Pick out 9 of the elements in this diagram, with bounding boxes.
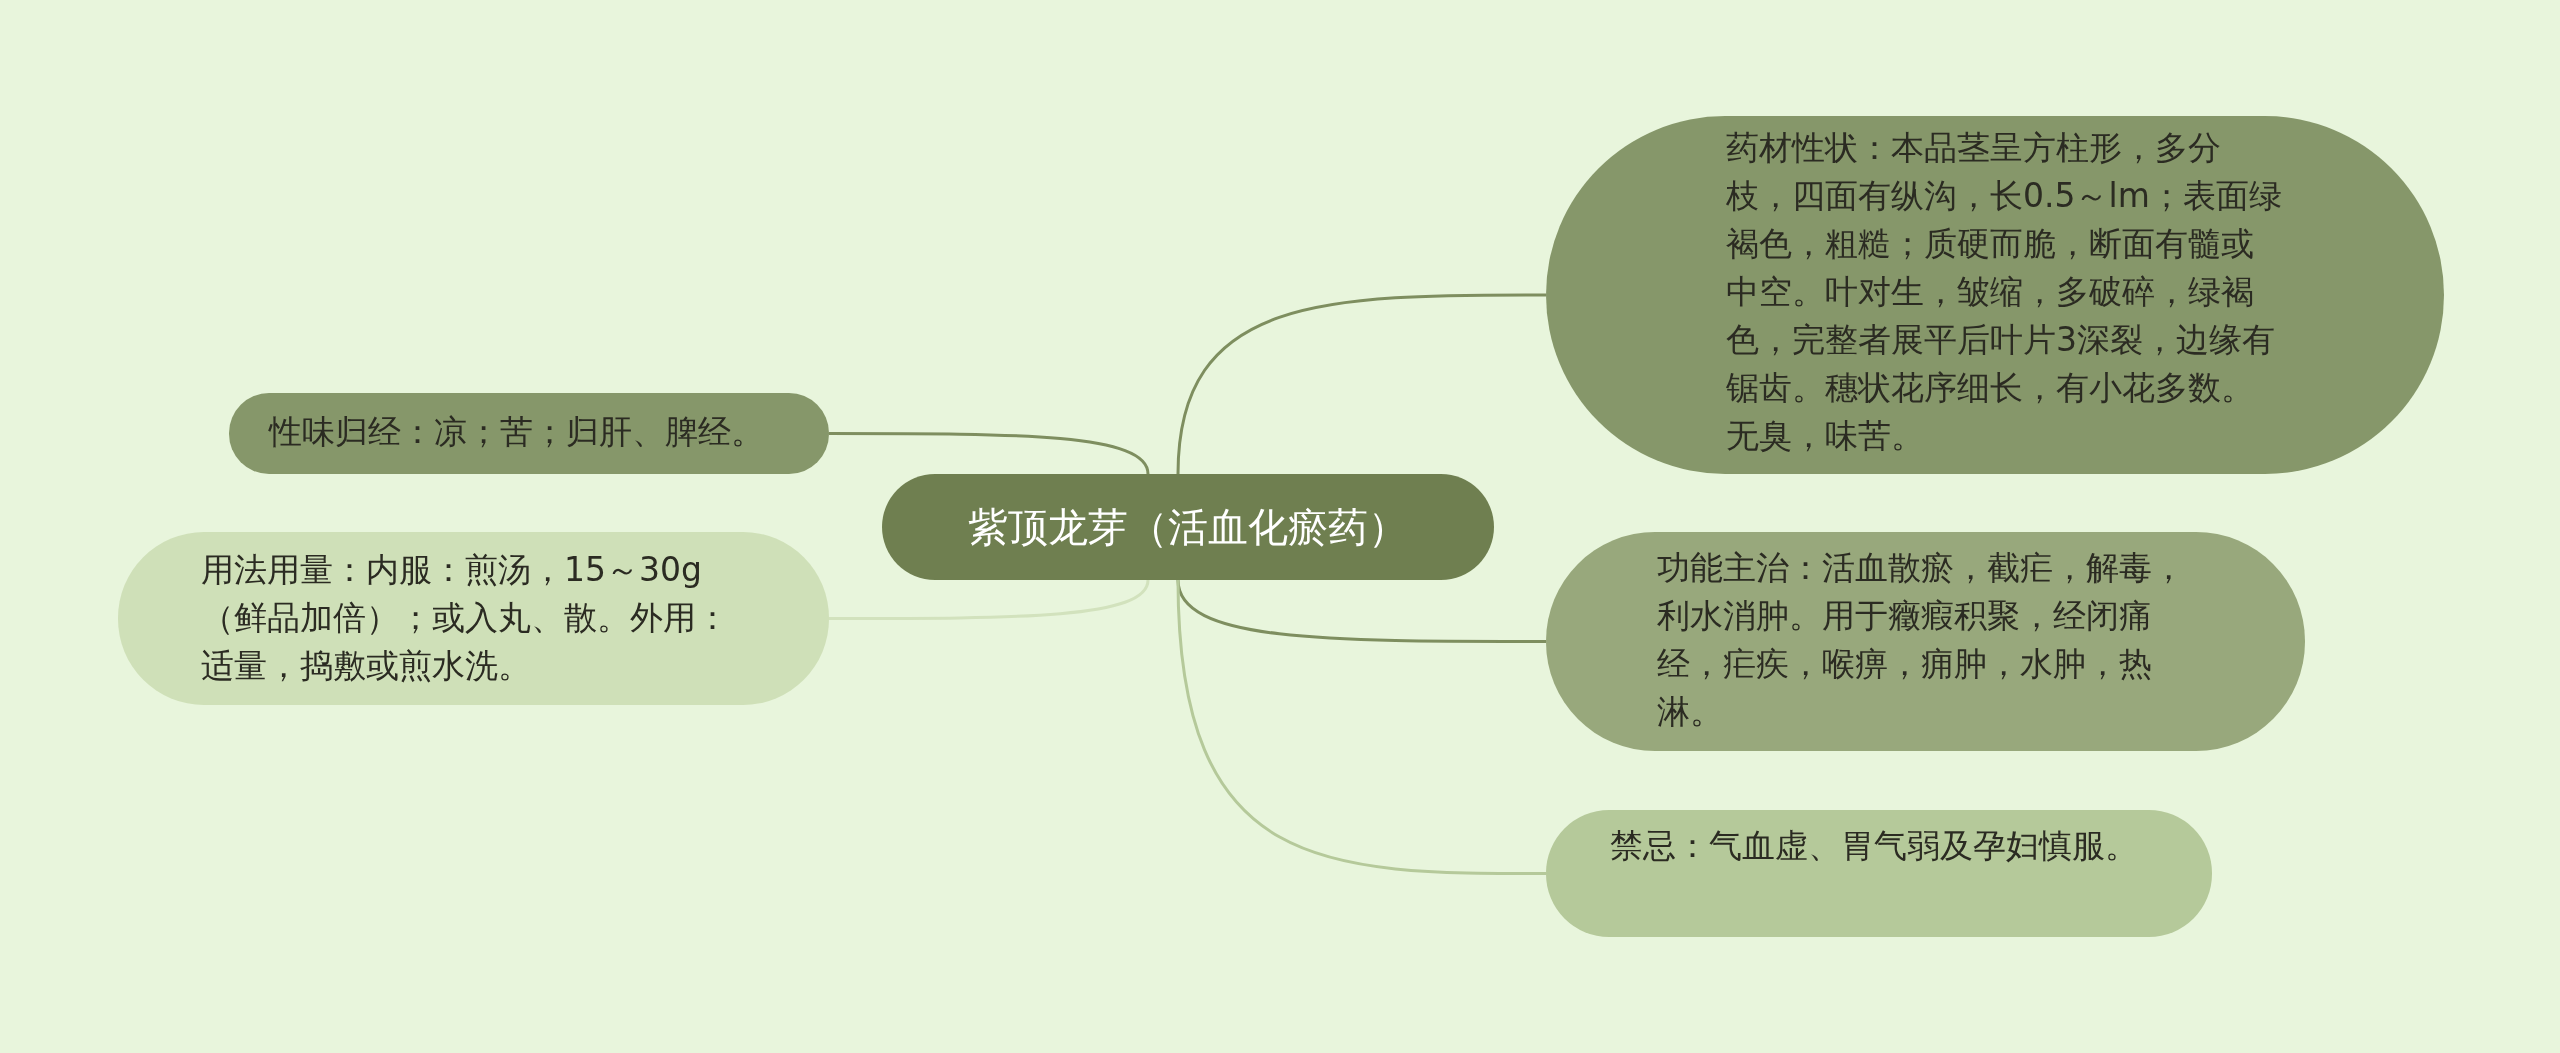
topic-text: 性味归经：凉；苦；归肝、脾经。: [269, 411, 765, 453]
connector-line: [829, 579, 1150, 620]
connector-line: [829, 432, 1150, 475]
topic-text: 用法用量：内服：煎汤，15～30g（鲜品加倍）；或入丸、散。外用：适量，捣敷或煎水洗。: [201, 549, 730, 687]
topic-text: 功能主治：活血散瘀，截疟，解毒，利水消肿。用于癥瘕积聚，经闭痛经，疟疾，喉痹，痈肿，水肿，热淋。: [1657, 547, 2186, 733]
connector-line: [1176, 293, 1546, 475]
topic-text: 药材性状：本品茎呈方柱形，多分枝，四面有纵沟，长0.5～lm；表面绿褐色，粗糙；质硬而脆，断面有髓或中空。叶对生，皱缩，多破碎，绿褐色，完整者展平后叶片3深裂，边缘有锯齿。穗状花序细长，有小花多数。无臭，味苦。: [1726, 127, 2283, 457]
topic-text: 禁忌：气血虚、胃气弱及孕妇慎服。: [1610, 825, 2139, 867]
central-topic-text: 紫顶龙芽（活血化瘀药）: [967, 503, 1409, 552]
